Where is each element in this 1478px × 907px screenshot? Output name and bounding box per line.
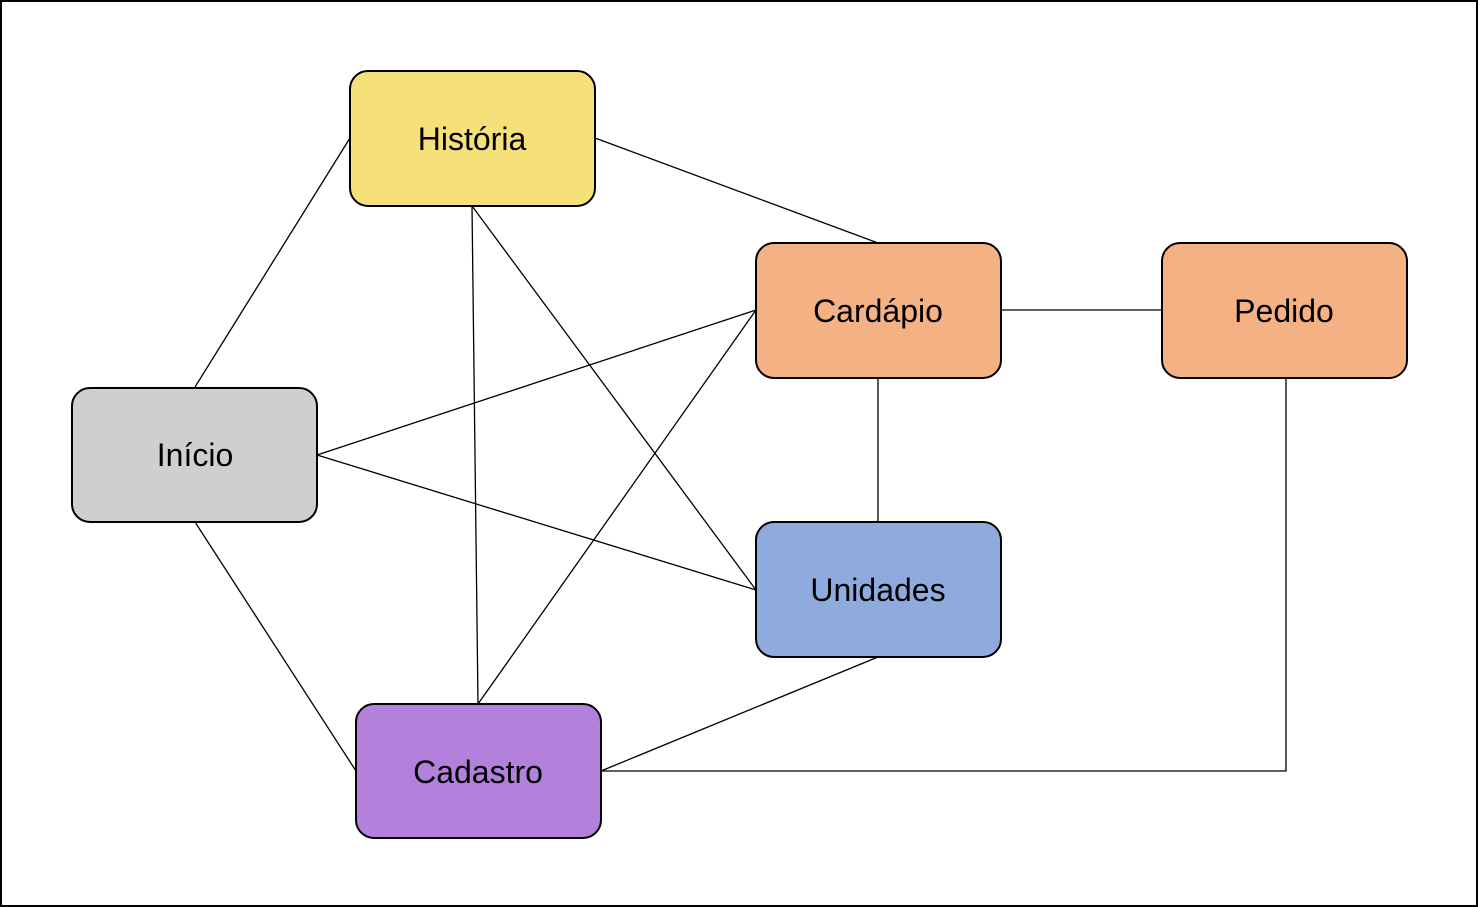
edge-historia-unidades bbox=[471, 205, 757, 591]
node-cardapio[interactable]: Cardápio bbox=[755, 242, 1002, 379]
node-pedido-box[interactable] bbox=[1161, 242, 1408, 379]
node-cardapio-box[interactable] bbox=[755, 242, 1002, 379]
edge-cardapio-cadastro bbox=[477, 309, 757, 705]
edge-inicio-unidades bbox=[316, 454, 757, 591]
edge-historia-cardapio bbox=[594, 137, 879, 244]
node-inicio-label: Início bbox=[157, 437, 233, 473]
node-cadastro-box[interactable] bbox=[355, 703, 602, 839]
node-inicio-box[interactable] bbox=[71, 387, 318, 523]
node-cardapio-label: Cardápio bbox=[813, 293, 943, 329]
node-pedido-label: Pedido bbox=[1234, 293, 1334, 329]
nodes-layer: História Início Cardápio Pedido Unidades… bbox=[71, 70, 1408, 839]
edge-inicio-cadastro bbox=[194, 521, 357, 772]
node-unidades-label: Unidades bbox=[810, 572, 945, 608]
edge-pedido-cadastro bbox=[601, 378, 1287, 772]
node-cadastro[interactable]: Cadastro bbox=[355, 703, 602, 839]
node-historia[interactable]: História bbox=[349, 70, 596, 207]
edges-layer bbox=[194, 137, 1287, 772]
edge-unidades-cadastro bbox=[600, 656, 879, 772]
node-pedido[interactable]: Pedido bbox=[1161, 242, 1408, 379]
edge-inicio-cardapio bbox=[316, 309, 757, 456]
node-inicio[interactable]: Início bbox=[71, 387, 318, 523]
node-unidades-box[interactable] bbox=[755, 521, 1002, 658]
edge-historia-cadastro bbox=[471, 205, 479, 705]
node-historia-box[interactable] bbox=[349, 70, 596, 207]
node-cadastro-label: Cadastro bbox=[413, 754, 543, 790]
node-historia-label: História bbox=[418, 121, 527, 157]
node-unidades[interactable]: Unidades bbox=[755, 521, 1002, 658]
edge-inicio-historia bbox=[194, 137, 351, 388]
